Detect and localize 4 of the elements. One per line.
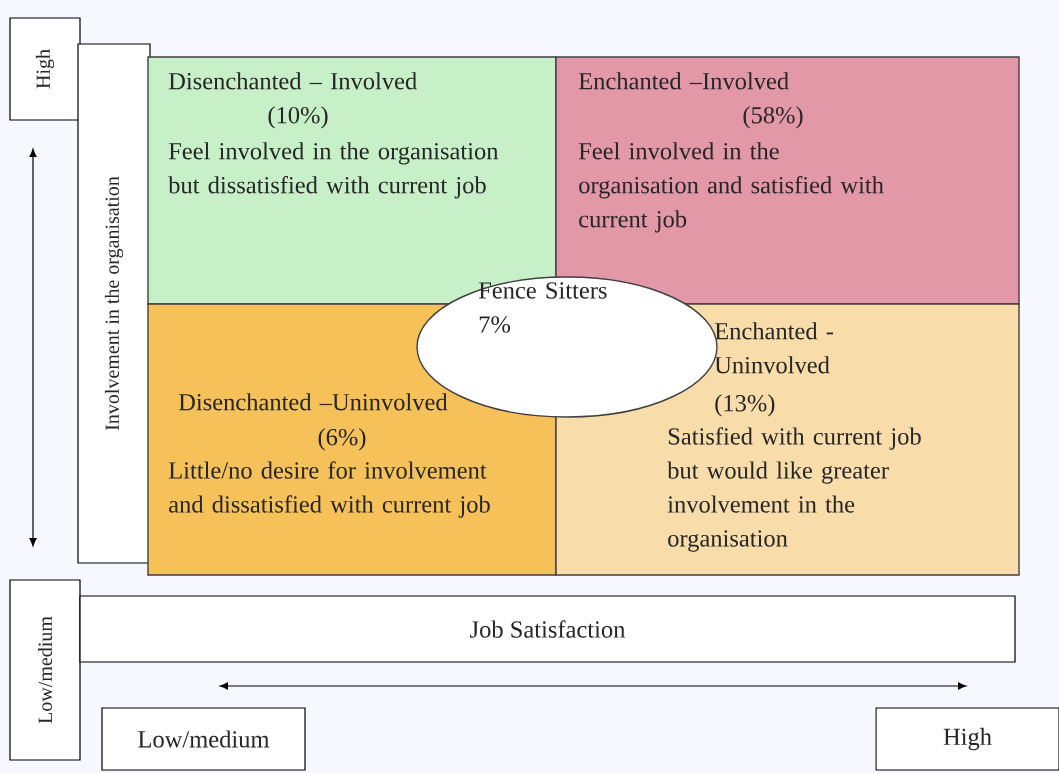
axis-label-box: Low/medium: [101, 707, 306, 771]
axis-label-box: High: [875, 707, 1059, 771]
axis-label-box: High: [9, 17, 81, 121]
axis-label-box: Low/medium: [9, 579, 81, 761]
